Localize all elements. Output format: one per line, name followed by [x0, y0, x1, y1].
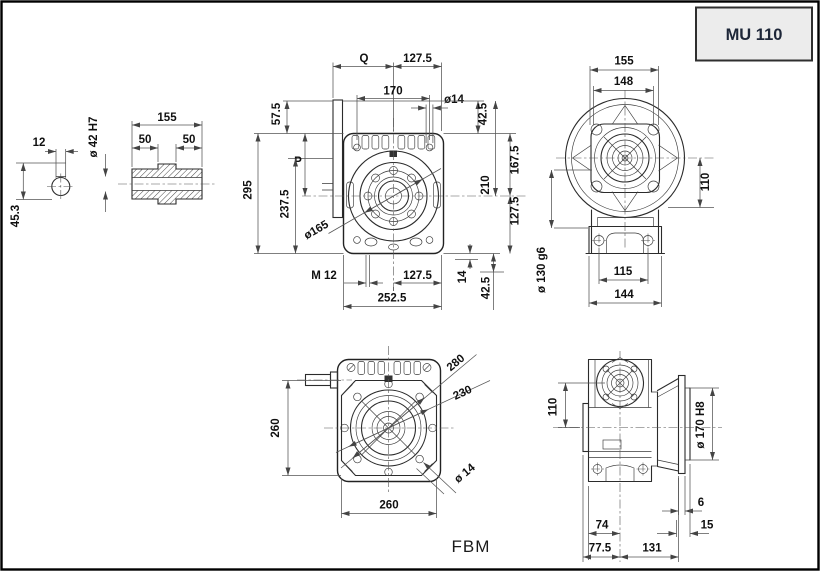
flange-lower-body [585, 209, 666, 255]
input-flange-plate [332, 99, 344, 219]
dim-axis-to-flange: 131 [642, 543, 662, 555]
hollow-shaft-outline [131, 163, 203, 205]
dim-lower-center-height: 127.5 [510, 196, 522, 225]
dim-hole-diameter: ø14 [444, 94, 464, 106]
dim-bottom-half-width: 127.5 [403, 270, 432, 282]
fbm-dims: 260 260 280 230 ø 14 [270, 352, 491, 518]
shaft-section-view: 12 45.3 [10, 137, 78, 227]
dim-flange-spigot-diameter: ø 170 H8 [695, 401, 707, 449]
hollow-shaft-dims: 155 50 50 ø 42 H7 [88, 112, 203, 212]
dim-bolt-circle: ø165 [302, 218, 331, 242]
dim-fbm-width: 260 [379, 500, 398, 512]
dim-foot-width: 144 [614, 289, 634, 301]
dim-keyway-width: 12 [33, 137, 46, 149]
model-label: MU 110 [726, 26, 783, 44]
dim-fbm-height: 260 [270, 418, 282, 437]
dim-spigot-diameter: ø 130 g6 [536, 247, 548, 293]
dim-bottom-overall-width: 252.5 [378, 293, 407, 305]
output-flange-bell [656, 374, 691, 475]
front-view: Q 127.5 170 ø14 57.5 P 295 237.5 [243, 53, 528, 310]
dim-center-distance: 110 [548, 398, 560, 417]
dim-overall-center-height: 210 [480, 175, 492, 194]
dim-plate-thickness: 6 [698, 497, 704, 509]
dim-bore-left: 50 [139, 134, 152, 146]
variant-label: FBM [452, 537, 491, 556]
dim-spigot-depth: 15 [701, 520, 714, 532]
dim-flange-center-height: 110 [700, 173, 712, 192]
dim-foot-offset: 14 [457, 270, 469, 283]
title-box-frame [695, 6, 813, 62]
dim-right-top-offset: 42.5 [478, 102, 490, 125]
dim-shaft-length: 155 [157, 112, 177, 124]
fbm-fins [346, 361, 432, 375]
dim-body-height: 295 [243, 180, 255, 200]
title-box: MU 110 [695, 6, 813, 62]
fbm-oil-plug [384, 375, 393, 382]
keyway-width-dim: 12 [33, 137, 78, 154]
dim-p: P [294, 156, 302, 168]
dim-hole-spacing: 170 [383, 86, 402, 98]
dim-boss-to-axis: 77.5 [589, 543, 612, 555]
fbm-body [336, 358, 442, 483]
dim-foot-height: 42.5 [481, 276, 493, 299]
fbm-view: 260 260 280 230 ø 14 FBM [270, 346, 491, 556]
dim-top-half-width: 127.5 [403, 53, 432, 65]
dim-foot-to-axis: 74 [596, 520, 609, 532]
flange-plate [677, 374, 686, 475]
dim-corner-diagonal: 280 [445, 352, 467, 374]
output-flange-outline [340, 379, 438, 477]
dim-foot-thread: M 12 [311, 270, 337, 282]
dim-upper-center-height: 167.5 [510, 145, 522, 174]
cooling-fins [351, 135, 436, 150]
dim-q: Q [360, 53, 369, 65]
input-shaft [297, 371, 352, 389]
flange-dims: 155 148 110 ø 130 g6 115 144 [536, 56, 714, 307]
hollow-shaft-view: 155 50 50 ø 42 H7 [88, 112, 216, 212]
front-top-dims: Q 127.5 170 ø14 [332, 53, 465, 143]
front-bottom-dims: M 12 127.5 252.5 [311, 255, 442, 310]
dim-bolt-circle-fbm: 230 [452, 384, 474, 403]
keyway-depth-dim: 45.3 [10, 162, 66, 227]
flange-view: 155 148 110 ø 130 g6 115 144 [536, 56, 714, 307]
side-dims: 110 ø 170 H8 6 15 74 77.5 131 [548, 382, 719, 562]
dim-keyway-depth: 45.3 [10, 205, 22, 227]
dim-left-height: 237.5 [280, 189, 292, 218]
dim-flange-outer-width: 155 [614, 56, 634, 68]
side-view: 110 ø 170 H8 6 15 74 77.5 131 [548, 351, 722, 562]
dim-flange-top-offset: 57.5 [271, 102, 283, 125]
dim-bore-right: 50 [183, 134, 196, 146]
front-right-dims: 42.5 167.5 210 127.5 14 42.5 [342, 100, 522, 310]
dim-bolt-hole-diameter: ø 14 [452, 461, 478, 485]
front-left-dims: 57.5 P 295 237.5 [243, 100, 344, 254]
dim-flange-inner-width: 148 [614, 76, 634, 88]
dim-bore-diameter: ø 42 H7 [88, 117, 100, 158]
dim-foot-hole-spacing: 115 [614, 266, 633, 278]
